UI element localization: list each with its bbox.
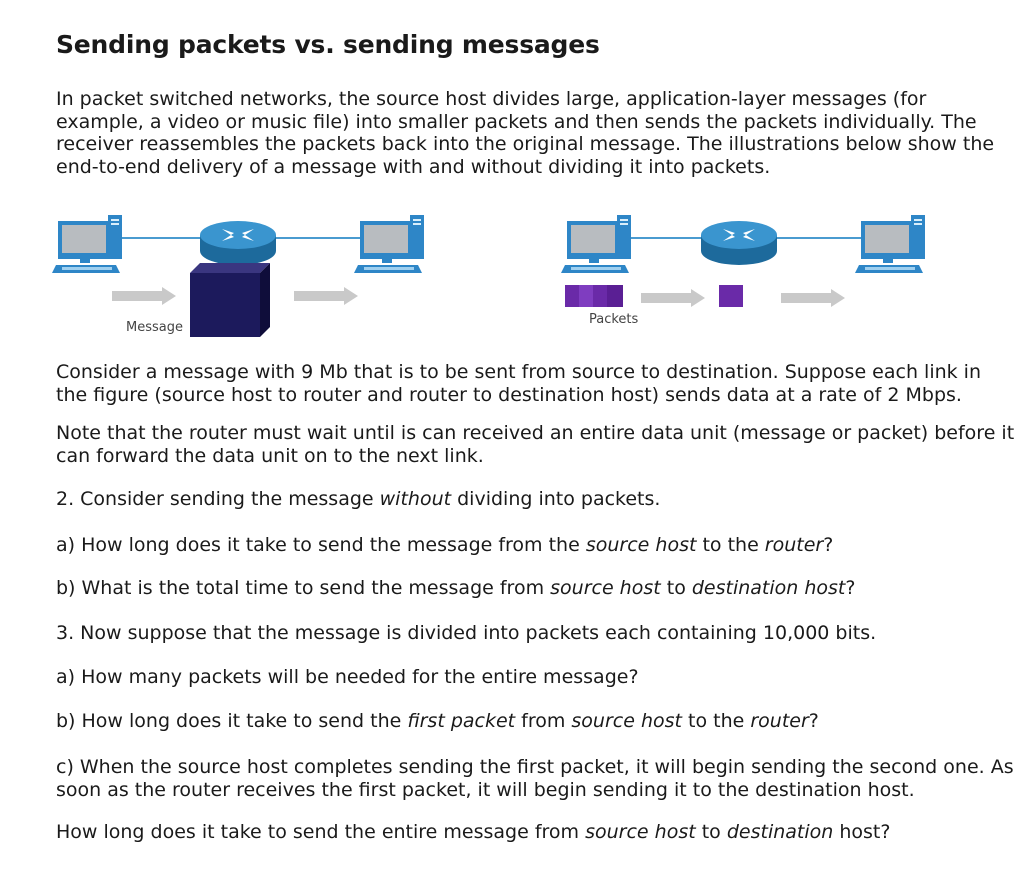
final-question: How long does it take to send the entire… — [56, 821, 891, 843]
arrow-icon — [641, 289, 705, 307]
question-2a: a) How long does it take to send the mes… — [56, 534, 834, 556]
page-title: Sending packets vs. sending messages — [56, 30, 600, 59]
message-caption: Message — [126, 320, 183, 335]
question-3b: b) How long does it take to send the fir… — [56, 710, 819, 732]
packet-stack — [565, 285, 623, 307]
router-note: Note that the router must wait until is … — [56, 422, 1015, 467]
question-3c: c) When the source host completes sendin… — [56, 756, 1014, 801]
question-2: 2. Consider sending the message without … — [56, 488, 661, 510]
question-3a: a) How many packets will be needed for t… — [56, 666, 639, 688]
packets-diagram: Packets — [561, 215, 925, 327]
source-computer-icon — [52, 215, 122, 273]
source-computer-icon — [561, 215, 631, 273]
router-icon — [200, 221, 276, 265]
arrow-icon — [781, 289, 845, 307]
destination-computer-icon — [855, 215, 925, 273]
router-icon — [701, 221, 777, 265]
arrow-icon — [112, 287, 176, 305]
packet-icon — [719, 285, 743, 307]
problem-statement: Consider a message with 9 Mb that is to … — [56, 361, 981, 406]
message-block — [190, 263, 270, 337]
question-2b: b) What is the total time to send the me… — [56, 577, 856, 599]
message-diagram: Message — [52, 215, 424, 337]
destination-computer-icon — [354, 215, 424, 273]
intro-paragraph: In packet switched networks, the source … — [56, 88, 995, 178]
packets-caption: Packets — [589, 312, 639, 327]
question-3: 3. Now suppose that the message is divid… — [56, 622, 877, 644]
arrow-icon — [294, 287, 358, 305]
